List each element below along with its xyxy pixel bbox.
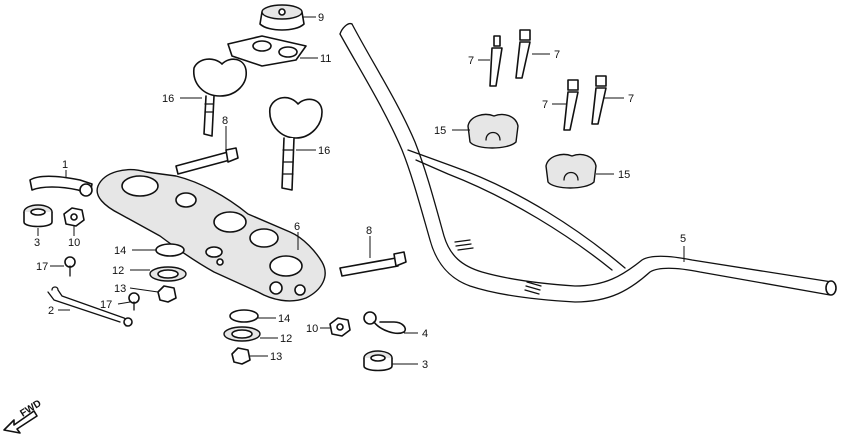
rubber-12-lower [223,326,261,342]
callout-13-left: 13 [114,283,126,295]
rubber-12-left [149,266,187,282]
nut-13-left [157,285,177,303]
nut-left [63,207,85,227]
callout-3-lower: 3 [422,359,428,371]
callout-4: 4 [422,328,428,340]
callout-7b: 7 [554,49,560,61]
holder-cap-15a [467,113,519,149]
callout-13-lower: 13 [270,351,282,363]
bolt-7c [563,79,579,131]
nut-10-lower [329,317,351,337]
callout-6: 6 [294,221,300,233]
callout-15a: 15 [434,125,446,137]
leader-lines [37,16,685,365]
handlebar [339,22,837,303]
rubber-3-lower [363,350,393,372]
cable-clamp [47,286,133,327]
callout-5: 5 [680,233,686,245]
callout-14-left: 14 [114,245,126,257]
clamp-band [29,175,93,197]
callout-10-left: 10 [68,237,80,249]
holder-cap-15b [545,153,597,189]
washer-14-left [155,243,185,257]
screw-17-upper [64,256,76,277]
holder-cap [259,4,305,31]
callout-8-upper: 8 [222,115,228,127]
bolt-upper [175,147,239,175]
callout-1: 1 [62,159,68,171]
callout-17-lower: 17 [100,299,112,311]
callout-7c: 7 [542,99,548,111]
callout-8-lower: 8 [366,225,372,237]
callout-7d: 7 [628,93,634,105]
bolt-7a [489,35,503,87]
washer-14-lower [229,309,259,323]
callout-numbers: 9 11 16 16 8 8 1 3 10 6 14 12 17 13 2 17… [34,12,686,371]
fwd-arrow: FWD [3,398,43,434]
callout-11: 11 [320,53,331,65]
callout-10-lower: 10 [306,323,318,335]
callout-2: 2 [48,305,54,317]
bolt-7b [515,29,531,79]
callout-3-left: 3 [34,237,40,249]
callout-16-left: 16 [162,93,174,105]
callout-12-lower: 12 [280,333,292,345]
callout-15b: 15 [618,169,630,181]
holder-plate [227,35,307,67]
callout-17-upper: 17 [36,261,48,273]
callout-14-lower: 14 [278,313,290,325]
callout-16-right: 16 [318,145,330,157]
top-bridge [96,168,326,302]
upper-holder-right [269,96,323,191]
callout-7a: 7 [468,55,474,67]
nut-13-lower [231,347,251,365]
bolt-lower [339,251,407,277]
bolt-7d [591,75,607,125]
rubber-left [23,204,53,228]
upper-holder-left [193,58,247,137]
screw-17-lower [128,292,140,311]
callout-12-left: 12 [112,265,124,277]
callout-9: 9 [318,12,324,24]
band-4 [363,311,407,335]
